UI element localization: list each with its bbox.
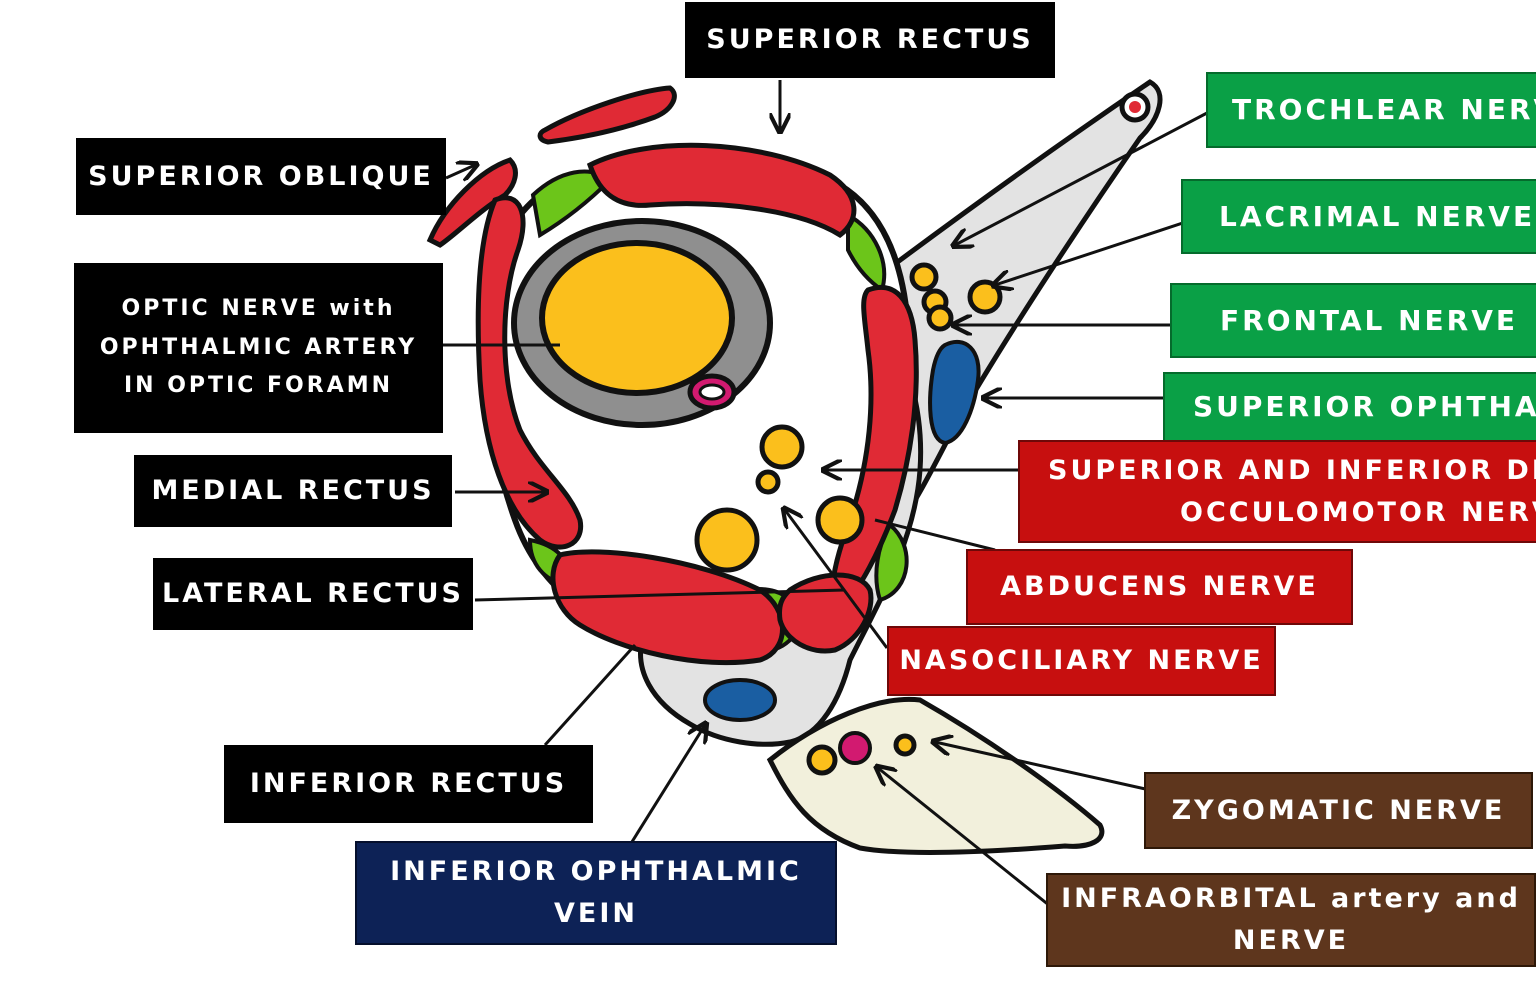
inferior-rectus-muscle [550, 549, 785, 666]
oculomotor-superior-dot-1 [759, 424, 805, 470]
leader-superior-oblique [445, 165, 475, 178]
leader-trochlear [955, 111, 1208, 245]
label-abducens-nerve: ABDUCENS NERVE [966, 549, 1353, 625]
frontal-nerve-dot-1 [909, 262, 939, 292]
label-zygomatic-nerve: ZYGOMATIC NERVE [1144, 772, 1533, 849]
label-inferior-rectus: INFERIOR RECTUS [224, 745, 593, 823]
abducens-nerve-dot [815, 495, 865, 545]
superior-oblique-muscle [426, 157, 518, 248]
label-medial-rectus: MEDIAL RECTUS [134, 455, 452, 527]
label-superior-ophthalmic-vein: SUPERIOR OPHTHALM [1163, 372, 1536, 442]
lacrimal-nerve-dot [967, 279, 1003, 315]
label-oculomotor-line-2: OCCULOMOTOR NERVE [1180, 496, 1536, 528]
label-infraorbital: INFRAORBITAL artery and NERVE [1046, 873, 1536, 967]
label-frontal-nerve: FRONTAL NERVE [1170, 283, 1536, 358]
label-trochlear-nerve: TROCHLEAR NERVE [1206, 72, 1536, 148]
leader-infraorbital [878, 768, 1056, 912]
label-optic-nerve-line-1: OPTIC NERVE with [121, 296, 396, 322]
leader-abducens [874, 518, 996, 552]
levator-muscle [537, 85, 677, 145]
zygomatic-nerve-dot [893, 733, 917, 757]
label-lateral-rectus: LATERAL RECTUS [153, 558, 473, 630]
optic-nerve [539, 240, 735, 396]
label-oculomotor-line-1: SUPERIOR AND INFERIOR DIVI [1048, 454, 1536, 486]
label-optic-nerve-line-2: OPHTHALMIC ARTERY [99, 334, 418, 360]
label-infraorbital-line-1: INFRAORBITAL artery and [1061, 883, 1521, 915]
leader-lateral-rectus [474, 588, 846, 602]
label-optic-nerve-line-3: IN OPTIC FORAMN [123, 373, 394, 399]
frontal-nerve-dot-3 [926, 304, 954, 332]
label-inferior-ophthalmic-vein-line-1: INFERIOR OPHTHALMIC [390, 856, 802, 888]
label-inferior-ophthalmic-vein-line-2: VEIN [554, 898, 638, 929]
superior-rectus-muscle [586, 142, 857, 239]
label-optic-nerve: OPTIC NERVE with OPHTHALMIC ARTERY IN OP… [74, 263, 443, 433]
label-lacrimal-nerve: LACRIMAL NERVE [1181, 179, 1536, 254]
label-oculomotor-divisions: SUPERIOR AND INFERIOR DIVI OCCULOMOTOR N… [1018, 440, 1536, 543]
medial-rectus-muscle [475, 195, 584, 550]
ophthalmic-artery-lumen [698, 383, 726, 401]
leader-nasociliary [785, 510, 889, 649]
superior-ophthalmic-vein-shape [928, 339, 981, 446]
leader-inferior-ophthalmic-vein [628, 725, 705, 846]
inferior-ophthalmic-vein-shape [703, 678, 777, 722]
leader-inferior-rectus [543, 643, 637, 747]
oculomotor-superior-dot-2 [755, 469, 781, 495]
label-infraorbital-line-2: NERVE [1232, 925, 1350, 956]
oculomotor-inferior-dot [694, 507, 760, 573]
infraorbital-artery-dot [838, 731, 872, 765]
leader-zygomatic [935, 742, 1151, 792]
trochlear-nerve-core [1129, 101, 1141, 113]
leader-lacrimal [995, 210, 1217, 285]
label-superior-rectus: SUPERIOR RECTUS [685, 2, 1055, 78]
label-nasociliary-nerve: NASOCILIARY NERVE [887, 626, 1276, 696]
leader-lines [440, 80, 1217, 912]
infraorbital-nerve-dot [806, 744, 838, 776]
label-inferior-ophthalmic-vein: INFERIOR OPHTHALMIC VEIN [355, 841, 837, 945]
label-superior-oblique: SUPERIOR OBLIQUE [76, 138, 446, 215]
